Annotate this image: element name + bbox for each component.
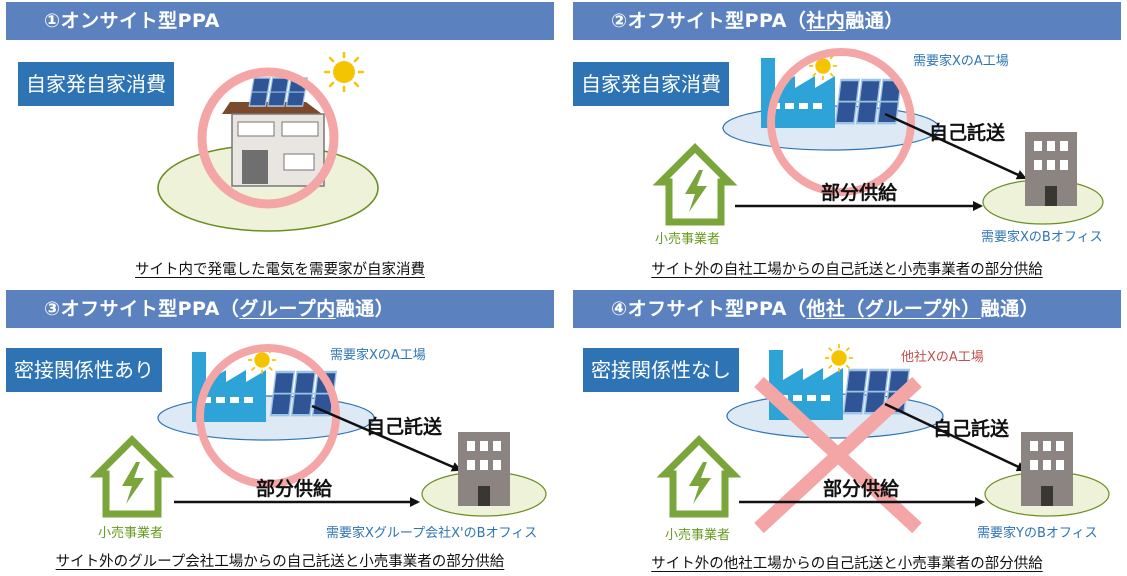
title-underlined: グループ内	[239, 298, 336, 320]
office-label: 需要家YのBオフィス	[977, 526, 1098, 541]
office-building-icon	[1025, 132, 1077, 206]
title-suffix: 融通）	[845, 10, 904, 32]
partial-supply-label: 部分供給	[823, 478, 900, 500]
arrow-icon	[884, 112, 1027, 180]
retailer-house-icon	[98, 440, 166, 514]
circle-ok-icon	[767, 48, 915, 196]
caption: サイト外の自社工場からの自己託送と小売事業者の部分供給	[651, 262, 1043, 278]
partial-supply-label: 部分供給	[256, 478, 333, 500]
onsite-illustration	[157, 51, 379, 232]
retailer-label: 小売事業者	[665, 528, 731, 543]
title-underlined: 社内	[806, 10, 846, 32]
title-prefix: ③オフサイト型PPA（	[44, 298, 240, 320]
badge: 自家発自家消費	[573, 62, 729, 106]
badge: 密接関係性あり	[6, 348, 162, 392]
panel-offsite-other-company: ④オフサイト型PPA（他社（グループ外）融通） 密接関係性なし 他社XのA工場 …	[573, 290, 1121, 576]
retailer-house-icon	[661, 148, 729, 222]
panel-onsite-ppa: ①オンサイト型PPA 自家発自家消費 サイト内で発電した電気を需要家が自家消費	[6, 2, 554, 288]
retailer-label: 小売事業者	[655, 232, 721, 247]
title-underlined: 他社（グループ外）	[806, 298, 981, 320]
panel-offsite-internal: ②オフサイト型PPA（社内融通） 自家発自家消費 需要家XのA工場 自己託送 部…	[573, 2, 1121, 288]
self-transmission-label: 自己託送	[929, 122, 1006, 144]
caption: サイト外のグループ会社工場からの自己託送と小売事業者の部分供給	[55, 554, 505, 570]
office-building-icon	[458, 432, 510, 506]
sun-icon	[824, 343, 854, 373]
partial-supply-label: 部分供給	[821, 182, 898, 204]
title-prefix: ④オフサイト型PPA（	[611, 298, 807, 320]
arrow-icon	[311, 404, 462, 472]
badge: 自家発自家消費	[18, 62, 174, 106]
retailer-house-icon	[665, 440, 733, 514]
circle-ok-icon	[197, 67, 339, 209]
title-suffix: 融通）	[335, 298, 395, 320]
caption: サイト外の他社工場からの自己託送と小売事業者の部分供給	[651, 556, 1043, 572]
panel-offsite-group: ③オフサイト型PPA（グループ内融通） 密接関係性あり 需要家XのA工場 自己託…	[6, 290, 554, 576]
sun-icon	[323, 51, 365, 93]
arrow-icon	[884, 402, 1027, 472]
self-transmission-label: 自己託送	[933, 418, 1010, 440]
offsite-illustration	[573, 343, 1110, 534]
factory-label: 他社XのA工場	[901, 350, 984, 365]
caption: サイト内で発電した電気を需要家が自家消費	[135, 262, 425, 278]
retailer-label: 小売事業者	[98, 526, 164, 541]
factory-label: 需要家XのA工場	[330, 348, 426, 363]
title-prefix: ②オフサイト型PPA（	[611, 10, 807, 32]
offsite-illustration	[573, 48, 1104, 288]
offsite-illustration	[6, 344, 547, 576]
panel-title: ②オフサイト型PPA（社内融通）	[573, 2, 1121, 40]
factory-label: 需要家XのA工場	[913, 54, 1009, 69]
panel-title: ③オフサイト型PPA（グループ内融通）	[6, 290, 554, 328]
self-transmission-label: 自己託送	[366, 416, 443, 438]
title-suffix: 融通）	[980, 298, 1040, 320]
house-icon	[222, 102, 325, 187]
panel-title: ④オフサイト型PPA（他社（グループ外）融通）	[573, 290, 1121, 328]
office-label: 需要家XのBオフィス	[981, 230, 1103, 245]
panel-title: ①オンサイト型PPA	[6, 2, 554, 40]
office-label: 需要家Xグループ会社X'のBオフィス	[326, 526, 538, 541]
badge: 密接関係性なし	[583, 348, 739, 392]
office-building-icon	[1021, 432, 1073, 506]
